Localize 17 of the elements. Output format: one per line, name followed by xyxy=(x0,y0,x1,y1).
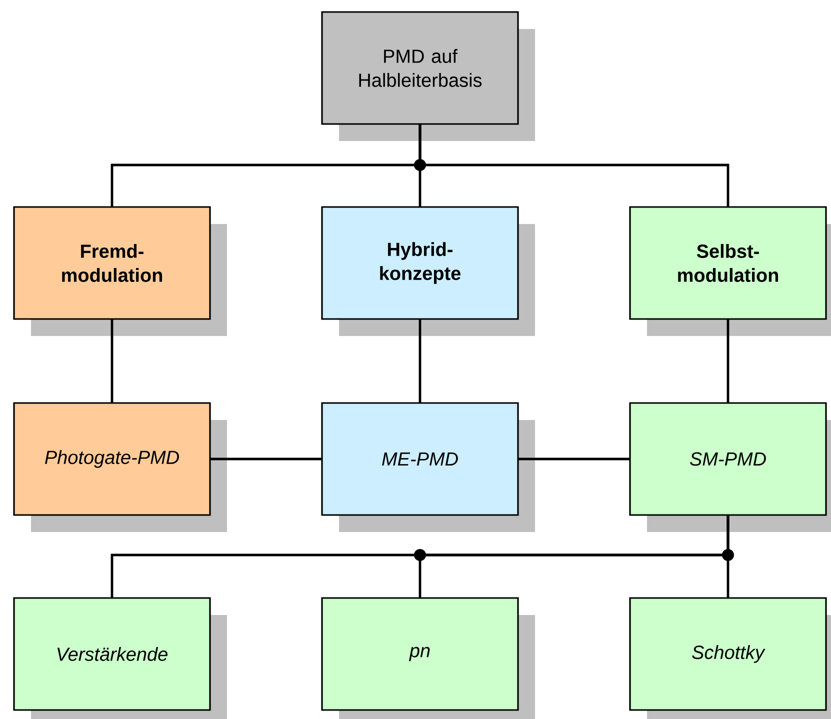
process-box: pn xyxy=(321,597,535,719)
process-box: Fremd- modulation xyxy=(13,206,227,336)
process-box: SM-PMD xyxy=(629,402,831,532)
process-box: Hybrid- konzepte xyxy=(321,206,535,336)
connector-line xyxy=(418,124,730,208)
process-box: Photogate-PMD xyxy=(13,402,227,532)
process-box: Verstärkende xyxy=(13,597,227,719)
process-box: Schottky xyxy=(629,597,831,719)
connector-line xyxy=(110,318,114,404)
connector-line xyxy=(726,318,730,404)
connector-line xyxy=(726,514,730,598)
connector-line xyxy=(518,458,630,460)
connector-line xyxy=(210,458,322,460)
process-box: PMD auf Halbleiterbasis xyxy=(321,11,535,141)
process-box: ME-PMD xyxy=(321,402,535,532)
process-box: Selbst- modulation xyxy=(629,206,831,336)
connector-line xyxy=(418,318,422,404)
